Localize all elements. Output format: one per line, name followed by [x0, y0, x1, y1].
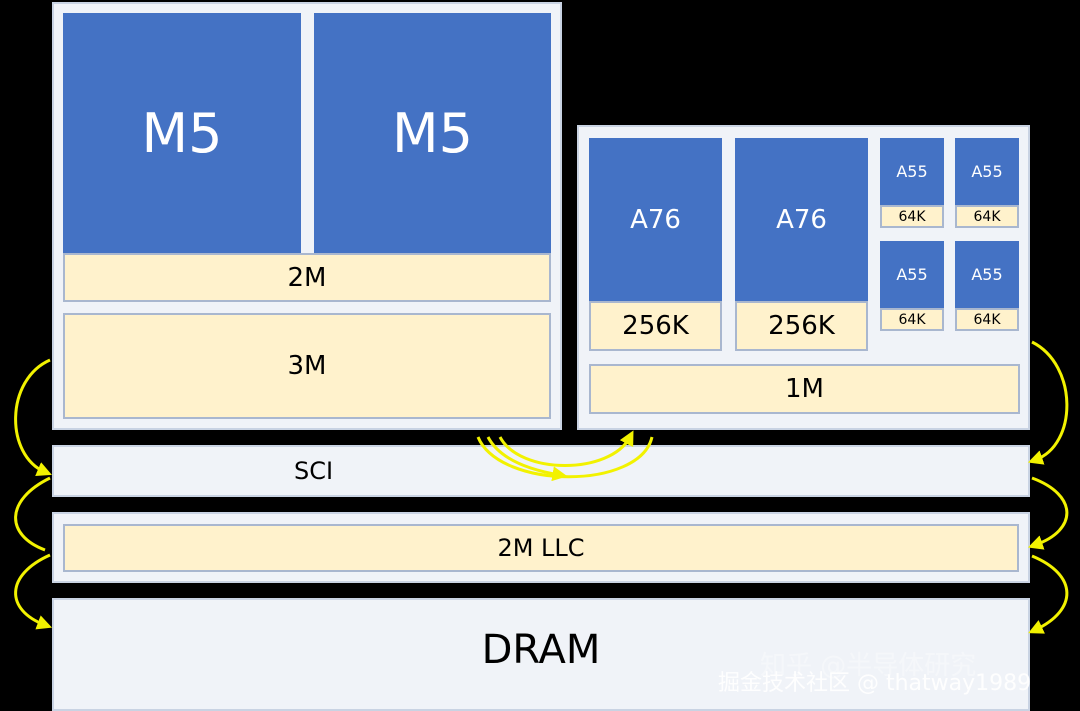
sci-interconnect-bar: SCI	[52, 445, 1030, 497]
a55-core-2-label: A55	[971, 162, 1003, 181]
big-cluster-l2-cache: 2M	[63, 253, 551, 302]
a55-cache-3: 64K	[880, 308, 944, 331]
dram-bar: DRAM	[52, 598, 1030, 711]
llc-cache: 2M LLC	[63, 524, 1019, 572]
a55-cache-4-label: 64K	[973, 311, 1001, 328]
sci-label: SCI	[294, 457, 334, 485]
llc-label: 2M LLC	[497, 534, 585, 562]
a76-cache-right-label: 256K	[768, 311, 835, 341]
little-cluster-shared-cache: 1M	[589, 364, 1020, 414]
a55-core-1-label: A55	[896, 162, 928, 181]
a55-core-4-label: A55	[971, 265, 1003, 284]
a55-core-3-label: A55	[896, 265, 928, 284]
a55-core-2: A55	[955, 138, 1019, 205]
watermark-line2: 掘金技术社区 @ thatway1989	[718, 671, 1032, 696]
a55-core-3: A55	[880, 241, 944, 308]
arrow-left-cluster-to-sci	[14, 358, 52, 476]
a76-core-left-label: A76	[630, 204, 681, 235]
a76-cache-right: 256K	[735, 301, 868, 351]
a55-cache-2-label: 64K	[973, 208, 1001, 225]
a76-core-left: A76	[589, 138, 722, 301]
a55-cache-3-label: 64K	[898, 311, 926, 328]
l2-cache-label: 2M	[287, 262, 327, 293]
arrow-left-llc-to-dram	[14, 553, 53, 630]
a55-cache-1: 64K	[880, 205, 944, 228]
arrow-left-sci-to-llc	[14, 476, 51, 552]
a55-cache-2: 64K	[955, 205, 1019, 228]
a76-core-right: A76	[735, 138, 868, 301]
big-cluster-l3-cache: 3M	[63, 313, 551, 419]
a55-core-4: A55	[955, 241, 1019, 308]
m5-core-left: M5	[63, 13, 301, 253]
a55-cache-1-label: 64K	[898, 208, 926, 225]
m5-core-right: M5	[314, 13, 551, 253]
a76-cache-left-label: 256K	[622, 311, 689, 341]
m5-core-right-label: M5	[392, 101, 473, 165]
shared-cache-label: 1M	[785, 374, 824, 404]
arrow-right-cluster-to-sci	[1027, 340, 1069, 465]
a55-core-1: A55	[880, 138, 944, 205]
watermark-line1: 知乎 @半导体研究	[760, 651, 977, 681]
l3-cache-label: 3M	[287, 351, 327, 381]
arrow-right-sci-to-llc	[1027, 476, 1069, 550]
m5-core-left-label: M5	[141, 101, 223, 165]
dram-label: DRAM	[481, 626, 601, 673]
a55-cache-4: 64K	[955, 308, 1019, 331]
a76-cache-left: 256K	[589, 301, 722, 351]
a76-core-right-label: A76	[776, 204, 827, 235]
arrow-right-llc-to-dram	[1028, 554, 1069, 634]
